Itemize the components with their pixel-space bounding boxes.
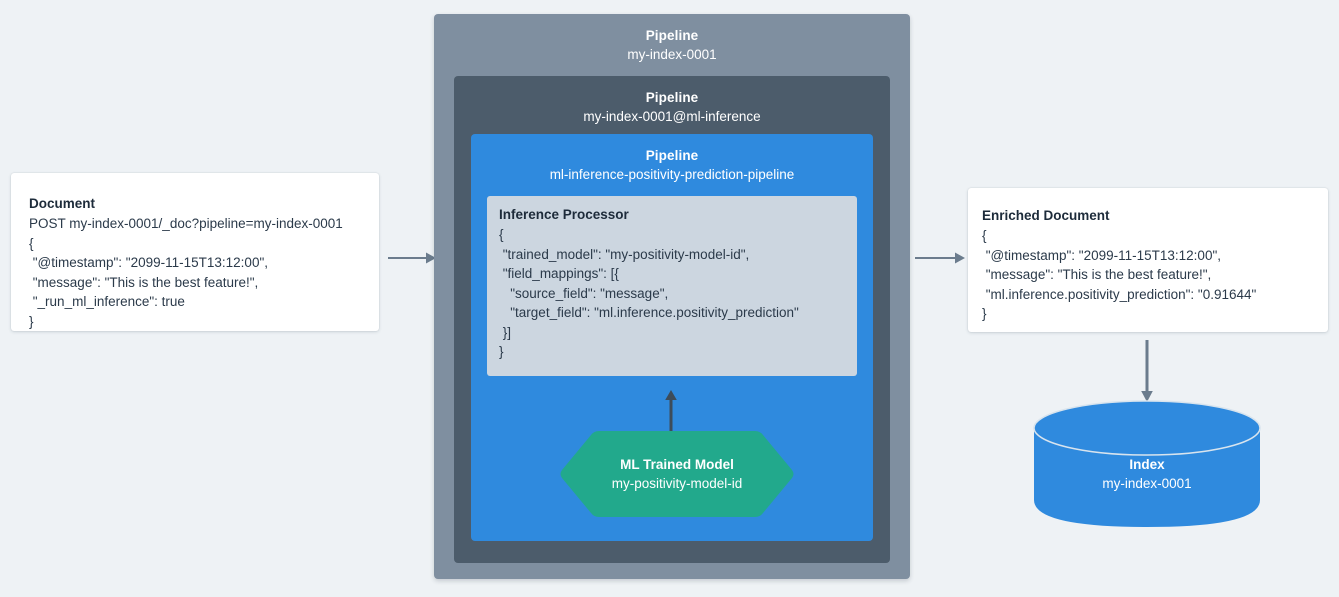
pipeline-inner-kind: Pipeline xyxy=(645,148,699,163)
processor-line-1: "trained_model": "my-positivity-model-id… xyxy=(499,246,750,262)
enriched-line-3: "ml.inference.positivity_prediction": "0… xyxy=(982,286,1257,302)
processor-line-0: { xyxy=(499,227,504,242)
enriched-document-card: Enriched Document { "@timestamp": "2099-… xyxy=(968,188,1328,332)
pipeline-inner-name: ml-inference-positivity-prediction-pipel… xyxy=(549,167,795,182)
pipeline-mid-name: my-index-0001@ml-inference xyxy=(583,109,761,124)
arrow-model-to-processor-icon xyxy=(663,390,679,437)
document-line-3: "message": "This is the best feature!", xyxy=(29,274,259,290)
processor-line-4: "target_field": "ml.inference.positivity… xyxy=(499,305,799,320)
ml-trained-model-hexagon: ML Trained Model my-positivity-model-id xyxy=(558,429,796,519)
pipeline-mid-header: Pipeline my-index-0001@ml-inference xyxy=(454,76,890,127)
processor-line-2: "field_mappings": [{ xyxy=(499,266,619,281)
arrow-document-to-pipeline-icon xyxy=(388,246,436,275)
enriched-line-4: } xyxy=(982,306,987,321)
processor-line-6: } xyxy=(499,344,504,359)
inference-processor-title: Inference Processor xyxy=(499,207,629,222)
enriched-line-1: "@timestamp": "2099-11-15T13:12:00", xyxy=(982,247,1221,263)
document-title: Document xyxy=(29,196,96,211)
pipeline-outer-name: my-index-0001 xyxy=(627,47,717,62)
document-line-0: POST my-index-0001/_doc?pipeline=my-inde… xyxy=(29,216,343,231)
pipeline-inner-header: Pipeline ml-inference-positivity-predict… xyxy=(471,134,873,185)
document-line-5: } xyxy=(29,313,34,329)
document-line-1: { xyxy=(29,235,34,251)
processor-line-5: }] xyxy=(499,324,512,340)
enriched-line-0: { xyxy=(982,228,987,243)
document-card: Document POST my-index-0001/_doc?pipelin… xyxy=(11,173,379,331)
document-line-2: "@timestamp": "2099-11-15T13:12:00", xyxy=(29,255,268,270)
document-line-4: "_run_ml_inference": true xyxy=(29,294,185,309)
enriched-document-title: Enriched Document xyxy=(982,208,1110,223)
inference-processor-panel: Inference Processor { "trained_model": "… xyxy=(487,196,857,376)
arrow-enriched-to-index-icon xyxy=(1139,340,1155,407)
pipeline-mid-kind: Pipeline xyxy=(645,90,699,105)
enriched-line-2: "message": "This is the best feature!", xyxy=(982,267,1212,282)
index-cylinder: Index my-index-0001 xyxy=(1033,400,1261,528)
pipeline-outer-header: Pipeline my-index-0001 xyxy=(434,14,910,65)
processor-line-3: "source_field": "message", xyxy=(499,285,669,301)
arrow-pipeline-to-enriched-icon xyxy=(915,246,965,275)
pipeline-outer-kind: Pipeline xyxy=(645,28,699,43)
